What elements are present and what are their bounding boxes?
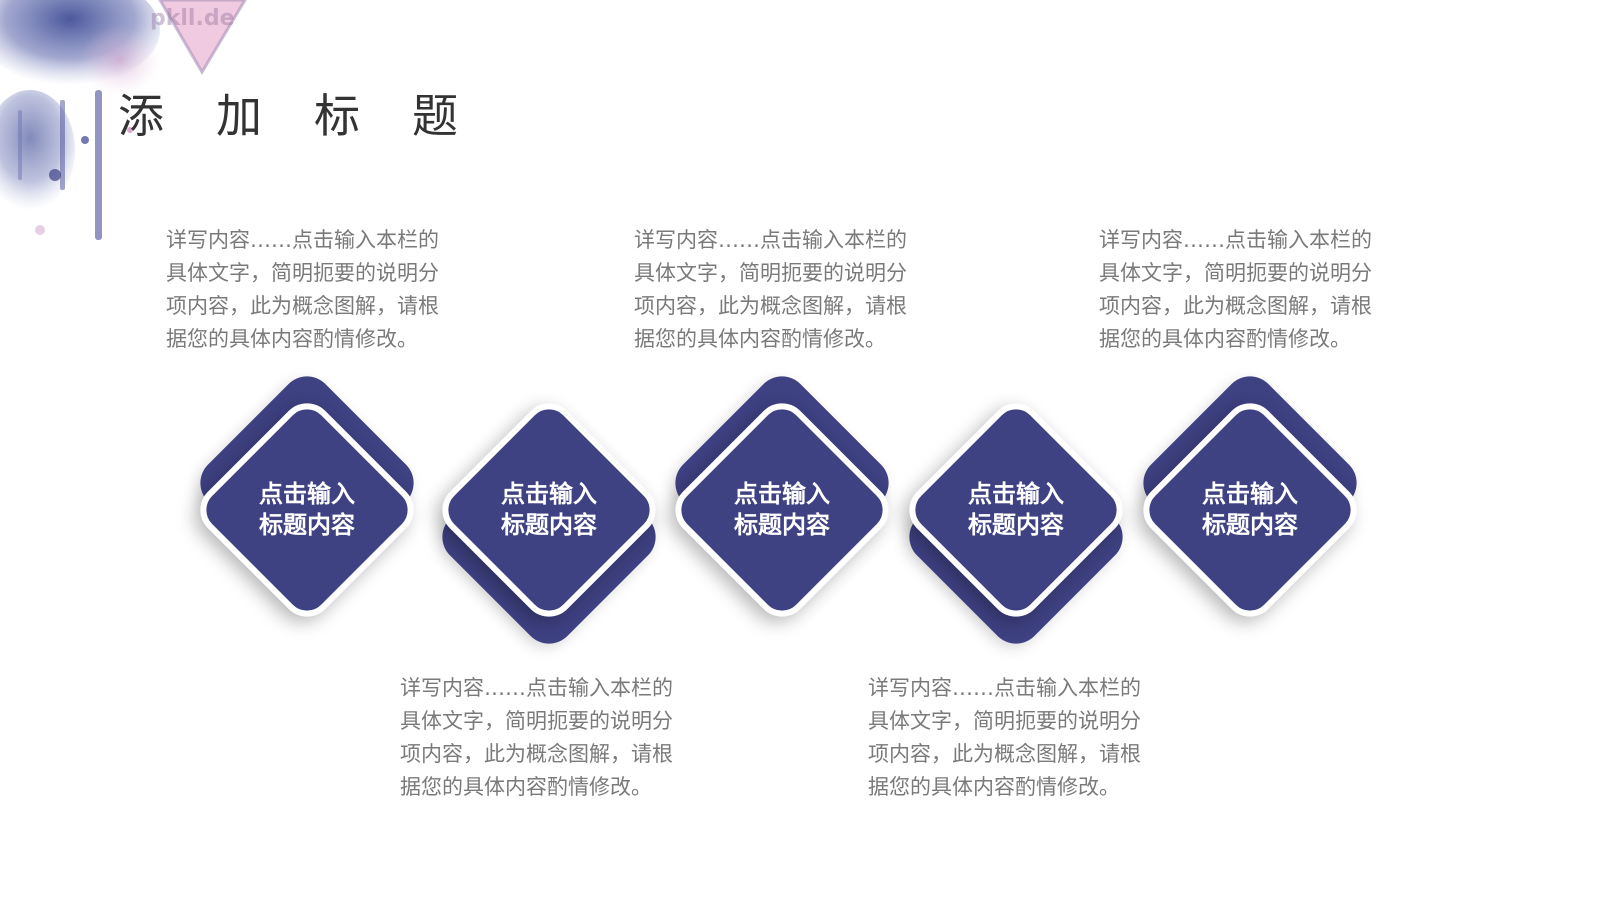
step-label-line: 点击输入 [259,480,355,508]
description-line: 具体文字，简明扼要的说明分 [166,261,439,285]
description-line: 据您的具体内容酌情修改。 [166,327,418,351]
description-line: 详写内容……点击输入本栏的 [868,676,1141,700]
step-4-description: 详写内容……点击输入本栏的 具体文字，简明扼要的说明分 项内容，此为概念图解，请… [868,672,1188,804]
step-1-description: 详写内容……点击输入本栏的 具体文字，简明扼要的说明分 项内容，此为概念图解，请… [166,224,486,356]
description-line: 项内容，此为概念图解，请根 [868,742,1141,766]
description-line: 具体文字，简明扼要的说明分 [868,709,1141,733]
description-line: 据您的具体内容酌情修改。 [634,327,886,351]
step-label-line: 标题内容 [501,511,597,539]
step-label-line: 标题内容 [1202,511,1298,539]
description-line: 详写内容……点击输入本栏的 [634,228,907,252]
step-4-label: 点击输入 标题内容 [896,390,1136,630]
description-line: 据您的具体内容酌情修改。 [1099,327,1351,351]
description-line: 具体文字，简明扼要的说明分 [1099,261,1372,285]
description-line: 据您的具体内容酌情修改。 [400,775,652,799]
description-line: 项内容，此为概念图解，请根 [400,742,673,766]
step-label-line: 点击输入 [501,480,597,508]
step-label-line: 标题内容 [259,511,355,539]
description-line: 据您的具体内容酌情修改。 [868,775,1120,799]
description-line: 项内容，此为概念图解，请根 [1099,294,1372,318]
step-label-line: 点击输入 [1202,480,1298,508]
description-line: 具体文字，简明扼要的说明分 [634,261,907,285]
description-line: 项内容，此为概念图解，请根 [634,294,907,318]
step-1-diamond[interactable]: 点击输入 标题内容 [187,365,427,630]
page-title: 添加标题 [118,89,510,143]
step-5-label: 点击输入 标题内容 [1130,390,1370,630]
step-3-label: 点击输入 标题内容 [662,390,902,630]
description-line: 具体文字，简明扼要的说明分 [400,709,673,733]
description-line: 详写内容……点击输入本栏的 [400,676,673,700]
step-2-label: 点击输入 标题内容 [429,390,669,630]
step-label-line: 标题内容 [968,511,1064,539]
step-label-line: 点击输入 [734,480,830,508]
step-label-line: 点击输入 [968,480,1064,508]
step-3-description: 详写内容……点击输入本栏的 具体文字，简明扼要的说明分 项内容，此为概念图解，请… [634,224,954,356]
step-2-description: 详写内容……点击输入本栏的 具体文字，简明扼要的说明分 项内容，此为概念图解，请… [400,672,720,804]
description-line: 项内容，此为概念图解，请根 [166,294,439,318]
description-line: 详写内容……点击输入本栏的 [1099,228,1372,252]
description-line: 详写内容……点击输入本栏的 [166,228,439,252]
step-1-label: 点击输入 标题内容 [187,390,427,630]
step-5-diamond[interactable]: 点击输入 标题内容 [1130,365,1370,630]
watermark: pkll.de [150,6,235,31]
step-label-line: 标题内容 [734,511,830,539]
step-5-description: 详写内容……点击输入本栏的 具体文字，简明扼要的说明分 项内容，此为概念图解，请… [1099,224,1419,356]
step-2-diamond[interactable]: 点击输入 标题内容 [429,390,669,655]
step-4-diamond[interactable]: 点击输入 标题内容 [896,390,1136,655]
step-3-diamond[interactable]: 点击输入 标题内容 [662,365,902,630]
